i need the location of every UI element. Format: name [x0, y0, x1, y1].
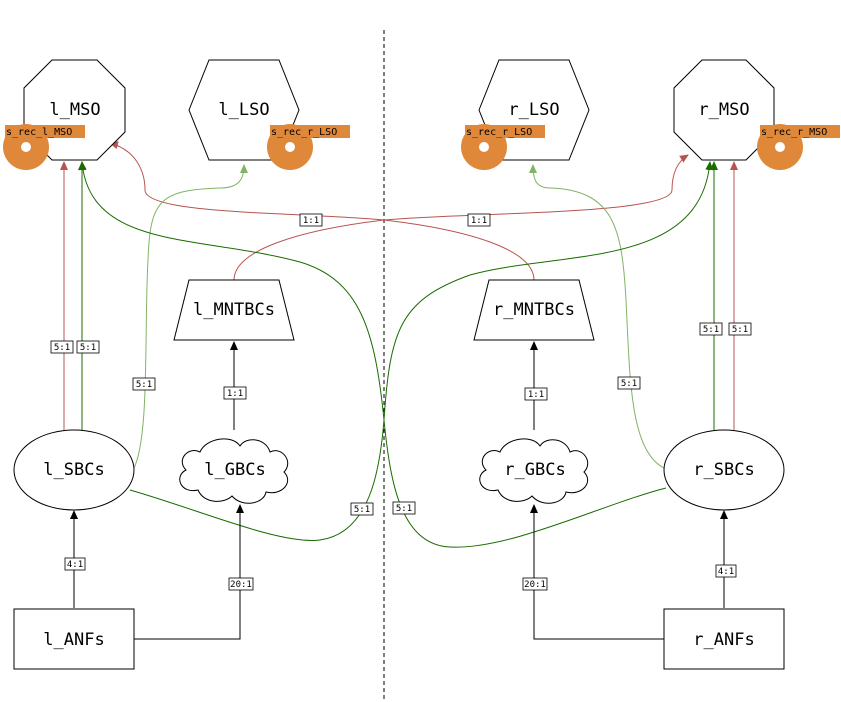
edge-label: 1:1: [467, 213, 491, 227]
edge-label-text: 5:1: [621, 379, 637, 389]
edge-label: 20:1: [522, 577, 548, 591]
node-r-gbc-label: r_GBCs: [504, 460, 565, 480]
edge-label: 5:1: [728, 322, 752, 336]
edge-l-anf-to-l-gbc: [134, 504, 244, 640]
edge-label-text: 20:1: [230, 580, 252, 590]
edge-r-sbc-to-l-mso: [78, 161, 667, 548]
edge-label: 4:1: [64, 557, 86, 571]
edge-r-sbc-to-r-lso: [529, 164, 665, 469]
node-r-lso-label: r_LSO: [508, 100, 559, 120]
node-l-anf: l_ANFs: [13, 608, 135, 670]
edge-label: 4:1: [715, 564, 737, 578]
edge-r-mntbc-to-l-mso: [109, 141, 535, 281]
edge-l-sbc-to-l-lso: [132, 164, 248, 471]
edge-label-text: 1:1: [227, 389, 243, 399]
edge-label-text: 1:1: [528, 390, 544, 400]
node-r-anf: r_ANFs: [663, 608, 785, 670]
edge-label-text: 5:1: [396, 504, 412, 514]
node-l-mntbc-label: l_MNTBCs: [193, 300, 275, 320]
node-r-mso: r_MSO: [673, 59, 775, 161]
node-l-sbc-label: l_SBCs: [43, 460, 104, 480]
node-l-mntbc: l_MNTBCs: [173, 279, 295, 341]
edge-label: 20:1: [228, 577, 254, 591]
node-r-mso-label: r_MSO: [698, 100, 749, 120]
recorder-r-lso-label: s_rec_r_LSO: [466, 127, 532, 138]
edge-label: 5:1: [617, 376, 641, 390]
node-l-gbc-label: l_GBCs: [204, 460, 265, 480]
edge-label-text: 1:1: [471, 216, 487, 226]
edge-label: 5:1: [350, 502, 374, 516]
edge-label: 5:1: [50, 340, 74, 354]
node-l-gbc: l_GBCs: [179, 438, 289, 504]
node-r-gbc: r_GBCs: [479, 438, 589, 504]
edge-label-text: 1:1: [303, 216, 319, 226]
edge-l-mntbc-to-r-mso: [233, 154, 689, 281]
edge-label-text: 5:1: [732, 325, 748, 335]
recorder-l-lso: s_rec_r_LSO: [267, 124, 350, 170]
edge-label: 5:1: [392, 501, 416, 515]
edge-r-anf-to-r-gbc: [530, 504, 664, 640]
edge-label-text: 4:1: [67, 560, 83, 570]
node-r-mntbc-label: r_MNTBCs: [493, 300, 575, 320]
edge-label: 5:1: [132, 377, 156, 391]
edge-label-text: 5:1: [136, 380, 152, 390]
edge-label: 1:1: [299, 213, 323, 227]
edge-label: 5:1: [699, 322, 723, 336]
edge-label-text: 5:1: [703, 325, 719, 335]
edge-label-text: 5:1: [54, 343, 70, 353]
edge-label: 5:1: [76, 340, 100, 354]
node-r-sbc: r_SBCs: [663, 429, 785, 511]
recorder-r-mso: s_rec_r_MSO: [757, 124, 840, 170]
node-l-mso-label: l_MSO: [49, 100, 100, 120]
edge-label-text: 20:1: [524, 580, 546, 590]
edge-label: 1:1: [223, 386, 247, 400]
edge-label-text: 4:1: [718, 567, 734, 577]
node-l-anf-label: l_ANFs: [43, 630, 104, 650]
edge-label: 1:1: [524, 387, 548, 401]
node-r-anf-label: r_ANFs: [693, 630, 754, 650]
node-r-sbc-label: r_SBCs: [693, 460, 754, 480]
recorder-r-mso-label: s_rec_r_MSO: [761, 127, 827, 138]
recorder-r-lso: s_rec_r_LSO: [461, 124, 545, 170]
recorder-l-mso-label: s_rec_l_MSO: [6, 127, 72, 138]
node-l-sbc: l_SBCs: [13, 429, 135, 511]
recorder-l-mso: s_rec_l_MSO: [3, 124, 85, 170]
recorder-l-lso-label: s_rec_r_LSO: [271, 127, 337, 138]
edge-label-text: 5:1: [354, 505, 370, 515]
edge-l-sbc-to-r-mso: [129, 161, 714, 541]
edge-label-text: 5:1: [80, 343, 96, 353]
node-l-lso-label: l_LSO: [218, 100, 269, 120]
node-r-mntbc: r_MNTBCs: [473, 279, 595, 341]
